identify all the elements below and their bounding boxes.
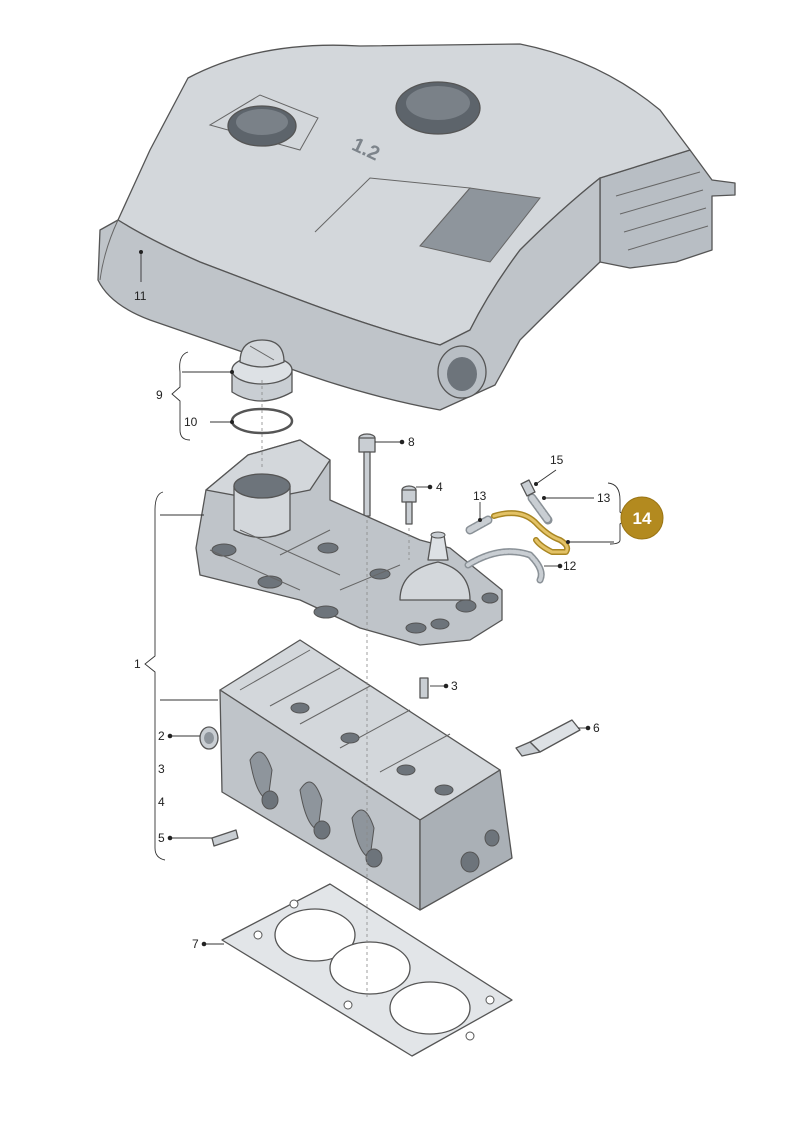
label-4-bolt[interactable]: 4 — [436, 480, 443, 494]
oil-filler-cap[interactable] — [231, 339, 293, 402]
hose-13-left[interactable] — [465, 515, 493, 535]
label-6[interactable]: 6 — [593, 721, 600, 735]
label-13-right[interactable]: 13 — [597, 491, 611, 505]
hose-13-right[interactable] — [527, 493, 553, 525]
label-5[interactable]: 5 — [158, 831, 165, 845]
sealing-plug-2[interactable] — [199, 726, 219, 750]
clamp-15[interactable] — [520, 479, 536, 497]
label-1[interactable]: 1 — [134, 657, 141, 671]
assembly-guides — [261, 380, 410, 1000]
engine-cover[interactable]: 1.2 — [97, 43, 736, 411]
label-8[interactable]: 8 — [408, 435, 415, 449]
cylinder-head-cover[interactable] — [195, 439, 503, 646]
stud-3[interactable] — [419, 677, 429, 699]
label-9[interactable]: 9 — [156, 388, 163, 402]
cylinder-head[interactable] — [219, 639, 513, 911]
leader-lines — [139, 250, 629, 947]
label-3-stud[interactable]: 3 — [451, 679, 458, 693]
badge-14-text: 14 — [633, 509, 652, 528]
label-10[interactable]: 10 — [184, 415, 198, 429]
label-12[interactable]: 12 — [563, 559, 577, 573]
bolt-long[interactable] — [358, 433, 376, 517]
sealant-tube-6[interactable] — [515, 719, 581, 757]
label-11[interactable]: 11 — [134, 289, 147, 303]
highlighted-pipe-14[interactable] — [491, 510, 571, 555]
label-15[interactable]: 15 — [550, 453, 564, 467]
label-7[interactable]: 7 — [192, 937, 199, 951]
label-2[interactable]: 2 — [158, 729, 165, 743]
label-4[interactable]: 4 — [158, 795, 165, 809]
bolt-short[interactable] — [401, 485, 417, 525]
highlight-badge-14[interactable]: 14 — [620, 496, 664, 540]
breather-hose-12[interactable] — [464, 548, 545, 584]
callout-labels: 11 9 10 8 4 13 15 13 12 1 3 2 6 3 4 5 7 — [134, 289, 611, 951]
stud-5[interactable] — [211, 829, 239, 847]
label-3[interactable]: 3 — [158, 762, 165, 776]
label-13-left[interactable]: 13 — [473, 489, 487, 503]
